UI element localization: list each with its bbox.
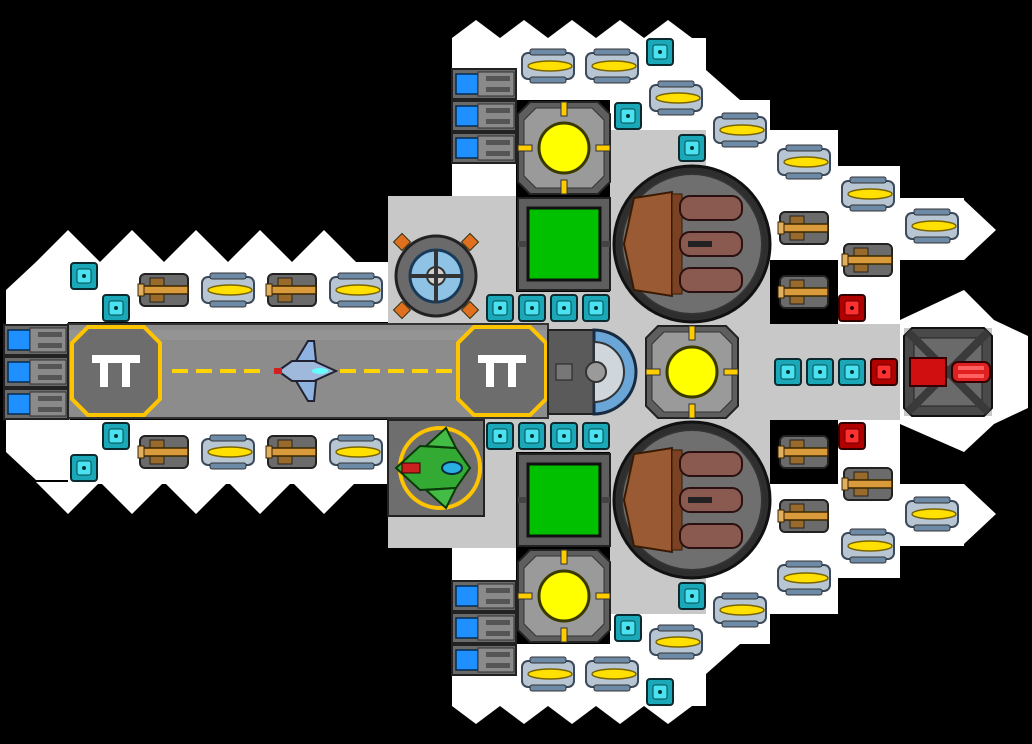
laser-turret-icon[interactable] — [778, 145, 830, 179]
conduit-icon[interactable] — [70, 454, 98, 482]
thruster-icon[interactable] — [3, 356, 69, 388]
shield-generator-icon[interactable] — [392, 232, 480, 320]
conduit-icon[interactable] — [646, 678, 674, 706]
laser-turret-icon[interactable] — [906, 497, 958, 531]
cannon-turret-icon[interactable] — [777, 499, 829, 533]
cannon-turret-icon[interactable] — [777, 435, 829, 469]
conduit-icon[interactable] — [806, 358, 834, 386]
magazine-icon[interactable] — [612, 164, 772, 324]
bridge-icon[interactable] — [547, 328, 638, 416]
landing-pad-icon[interactable] — [456, 325, 548, 417]
laser-turret-icon[interactable] — [586, 657, 638, 691]
conduit-icon[interactable] — [102, 422, 130, 450]
conduit-icon[interactable] — [774, 358, 802, 386]
missile-node-icon[interactable] — [838, 422, 866, 450]
magazine-icon[interactable] — [612, 420, 772, 580]
conduit-icon[interactable] — [486, 422, 514, 450]
docked-fighter-icon[interactable] — [274, 340, 339, 402]
missile-node-icon[interactable] — [870, 358, 898, 386]
thruster-icon[interactable] — [451, 100, 517, 132]
laser-turret-icon[interactable] — [202, 435, 254, 469]
conduit-icon[interactable] — [486, 294, 514, 322]
conduit-icon[interactable] — [678, 134, 706, 162]
laser-turret-icon[interactable] — [906, 209, 958, 243]
conduit-icon[interactable] — [678, 582, 706, 610]
reactor-icon[interactable] — [516, 548, 612, 644]
laser-turret-icon[interactable] — [586, 49, 638, 83]
laser-turret-icon[interactable] — [778, 561, 830, 595]
laser-turret-icon[interactable] — [842, 177, 894, 211]
reactor-icon[interactable] — [516, 100, 612, 196]
conduit-icon[interactable] — [550, 422, 578, 450]
conduit-icon[interactable] — [582, 294, 610, 322]
conduit-icon[interactable] — [646, 38, 674, 66]
runway — [67, 323, 549, 419]
laser-turret-icon[interactable] — [650, 81, 702, 115]
thruster-icon[interactable] — [3, 324, 69, 356]
conduit-icon[interactable] — [102, 294, 130, 322]
fighter-bay-icon[interactable] — [387, 419, 485, 517]
thruster-icon[interactable] — [451, 68, 517, 100]
thruster-icon[interactable] — [451, 644, 517, 676]
conduit-icon[interactable] — [614, 102, 642, 130]
cannon-turret-icon[interactable] — [137, 435, 189, 469]
cannon-turret-icon[interactable] — [841, 243, 893, 277]
cannon-turret-icon[interactable] — [777, 211, 829, 245]
conduit-icon[interactable] — [582, 422, 610, 450]
cannon-turret-icon[interactable] — [265, 435, 317, 469]
laser-turret-icon[interactable] — [330, 273, 382, 307]
laser-turret-icon[interactable] — [330, 435, 382, 469]
thruster-icon[interactable] — [451, 132, 517, 164]
cannon-turret-icon[interactable] — [777, 275, 829, 309]
conduit-icon[interactable] — [838, 358, 866, 386]
laser-turret-icon[interactable] — [202, 273, 254, 307]
thruster-icon[interactable] — [451, 612, 517, 644]
laser-turret-icon[interactable] — [522, 657, 574, 691]
landing-pad-icon[interactable] — [70, 325, 162, 417]
thruster-icon[interactable] — [3, 388, 69, 420]
cargo-icon[interactable] — [516, 452, 612, 548]
laser-turret-icon[interactable] — [522, 49, 574, 83]
cannon-turret-icon[interactable] — [137, 273, 189, 307]
thruster-icon[interactable] — [451, 580, 517, 612]
laser-turret-icon[interactable] — [714, 593, 766, 627]
runway-centerline — [172, 369, 452, 373]
missile-node-icon[interactable] — [838, 294, 866, 322]
laser-turret-icon[interactable] — [650, 625, 702, 659]
cannon-turret-icon[interactable] — [841, 467, 893, 501]
conduit-icon[interactable] — [518, 294, 546, 322]
conduit-icon[interactable] — [550, 294, 578, 322]
conduit-icon[interactable] — [614, 614, 642, 642]
conduit-icon[interactable] — [518, 422, 546, 450]
cannon-turret-icon[interactable] — [265, 273, 317, 307]
laser-turret-icon[interactable] — [842, 529, 894, 563]
cargo-icon[interactable] — [516, 196, 612, 292]
missile-launcher-icon[interactable] — [903, 327, 993, 417]
reactor-icon[interactable] — [644, 324, 740, 420]
laser-turret-icon[interactable] — [714, 113, 766, 147]
conduit-icon[interactable] — [70, 262, 98, 290]
